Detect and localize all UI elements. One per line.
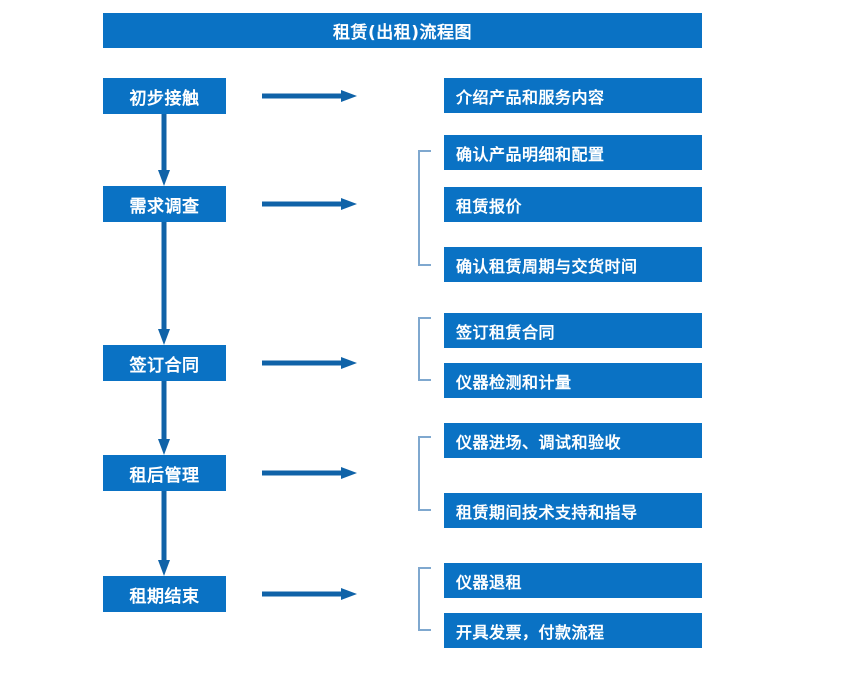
detail-box-yiqi-jiance-jiliang[interactable]: 仪器检测和计量 (444, 363, 702, 398)
stage-box-xuqiu-diaocha[interactable]: 需求调查 (103, 186, 226, 222)
stage-box-chubu-jiechu[interactable]: 初步接触 (103, 78, 226, 114)
group-bracket-stage-2 (418, 150, 431, 266)
detail-box-queren-zulin-zhouqi[interactable]: 确认租赁周期与交货时间 (444, 247, 702, 282)
detail-box-zulin-baojia[interactable]: 租赁报价 (444, 187, 702, 222)
detail-box-yiqi-tuizu[interactable]: 仪器退租 (444, 563, 702, 598)
stage-box-zuhou-guanli[interactable]: 租后管理 (103, 455, 226, 491)
down-arrow-icon-4 (158, 491, 170, 576)
stage-box-zuqi-jieshu[interactable]: 租期结束 (103, 576, 226, 612)
right-arrow-icon-1 (262, 90, 357, 102)
detail-box-queren-chanpin-mingxi[interactable]: 确认产品明细和配置 (444, 135, 702, 170)
right-arrow-icon-2 (262, 198, 357, 210)
detail-box-zulin-qijian-jishu-zhichi[interactable]: 租赁期间技术支持和指导 (444, 493, 702, 528)
group-bracket-stage-4 (418, 436, 431, 511)
down-arrow-icon-3 (158, 381, 170, 455)
down-arrow-icon-2 (158, 222, 170, 345)
right-arrow-icon-4 (262, 467, 357, 479)
stage-box-qianding-hetong[interactable]: 签订合同 (103, 345, 226, 381)
right-arrow-icon-5 (262, 588, 357, 600)
group-bracket-stage-3 (418, 317, 431, 381)
detail-box-qianding-zulin-hetong[interactable]: 签订租赁合同 (444, 313, 702, 348)
group-bracket-stage-5 (418, 567, 431, 631)
detail-box-yiqi-jinchang-tiaoshi[interactable]: 仪器进场、调试和验收 (444, 423, 702, 458)
right-arrow-icon-3 (262, 357, 357, 369)
detail-box-kaiju-fapiao-fukuan[interactable]: 开具发票，付款流程 (444, 613, 702, 648)
down-arrow-icon-1 (158, 114, 170, 186)
diagram-title-banner: 租赁(出租)流程图 (103, 13, 702, 48)
detail-box-jieshao-chanpin-fuwu[interactable]: 介绍产品和服务内容 (444, 78, 702, 113)
